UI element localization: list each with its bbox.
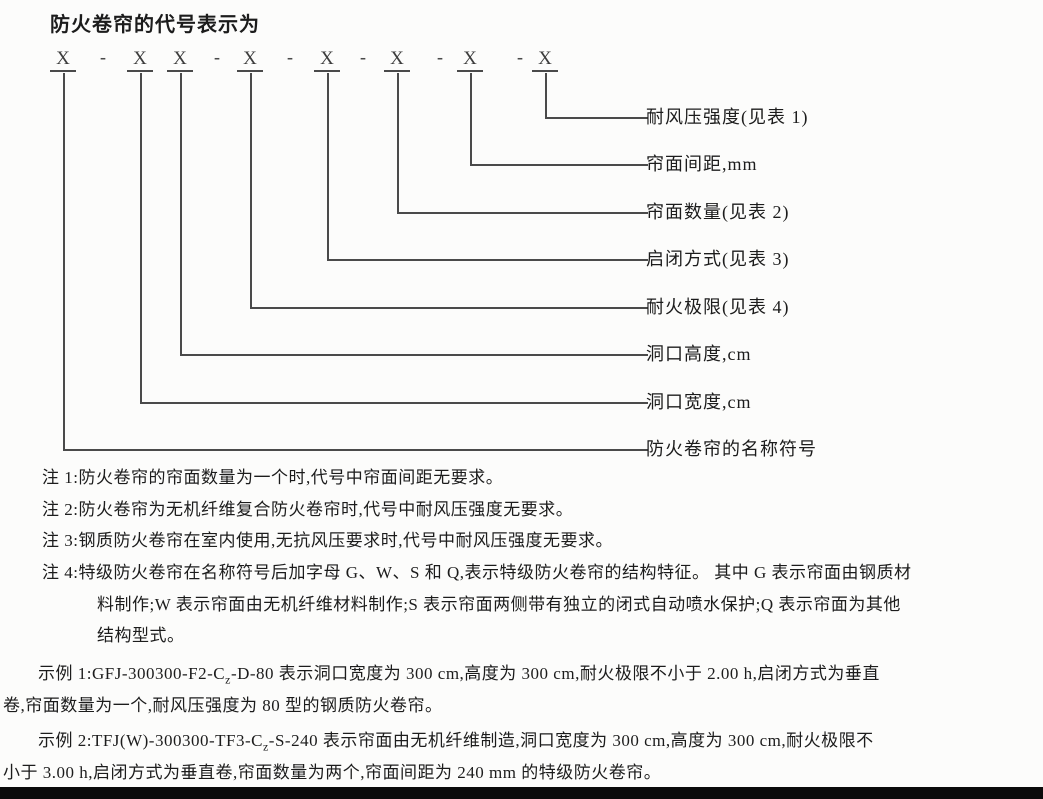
example-2-line-2: 小于 3.00 h,启闭方式为垂直卷,帘面数量为两个,帘面间距为 240 mm … [3,763,662,782]
note-4-line-2: 料制作;W 表示帘面由无机纤维材料制作;S 表示帘面两侧带有独立的闭式自动喷水保… [97,595,901,614]
connector-line-opening-height [180,73,648,356]
diagram-label-fire-limit: 耐火极限(见表 4) [646,297,790,317]
diagram-label-wind-pressure: 耐风压强度(见表 1) [646,107,809,127]
code-separator: - [214,47,220,67]
code-placeholder-x-3: X [167,47,193,72]
note-1: 注 1:防火卷帘的帘面数量为一个时,代号中帘面间距无要求。 [42,468,504,487]
diagram-label-curtain-count: 帘面数量(见表 2) [646,202,790,222]
note-3: 注 3:钢质防火卷帘在室内使用,无抗风压要求时,代号中耐风压强度无要求。 [42,531,613,550]
note-4-line-1: 注 4:特级防火卷帘在名称符号后加字母 G、W、S 和 Q,表示特级防火卷帘的结… [42,563,912,582]
code-placeholder-x-8: X [532,47,558,72]
code-separator: - [437,47,443,67]
connector-line-curtain-gap [470,73,648,166]
connector-line-curtain-count [397,73,648,214]
code-placeholder-x-6: X [384,47,410,72]
diagram-label-curtain-gap: 帘面间距,mm [646,154,758,174]
connector-line-fire-limit [250,73,648,309]
note-2: 注 2:防火卷帘为无机纤维复合防火卷帘时,代号中耐风压强度无要求。 [42,500,574,519]
page-bottom-scan-bar [0,787,1043,799]
example-2-line-1: 示例 2:TFJ(W)-300300-TF3-Cz-S-240 表示帘面由无机纤… [38,729,874,758]
connector-line-opening-width [140,73,648,404]
code-placeholder-x-5: X [314,47,340,72]
diagram-label-opening-width: 洞口宽度,cm [646,392,752,412]
example-1-code-subscript: z [225,672,231,687]
code-separator: - [517,47,523,67]
code-separator: - [100,47,106,67]
page-title: 防火卷帘的代号表示为 [50,14,260,36]
code-placeholder-x-7: X [457,47,483,72]
code-placeholder-x-2: X [127,47,153,72]
example-1-line-1: 示例 1:GFJ-300300-F2-Cz-D-80 表示洞口宽度为 300 c… [38,662,880,691]
connector-line-name-symbol [63,73,648,451]
example-2-code-pre: 示例 2:TFJ(W)-300300-TF3-C [38,731,263,750]
diagram-label-open-close: 启闭方式(见表 3) [646,249,790,269]
example-1-code-pre: 示例 1:GFJ-300300-F2-C [38,664,226,683]
diagram-label-name-symbol: 防火卷帘的名称符号 [646,439,817,459]
example-1-line-2: 卷,帘面数量为一个,耐风压强度为 80 型的钢质防火卷帘。 [3,696,443,715]
example-1-text: -D-80 表示洞口宽度为 300 cm,高度为 300 cm,耐火极限不小于 … [230,664,880,683]
connector-line-wind-pressure [545,73,648,119]
connector-line-open-close [327,73,648,261]
code-separator: - [360,47,366,67]
example-2-code-subscript: z [262,739,269,754]
diagram-label-opening-height: 洞口高度,cm [646,344,752,364]
example-2-text: -S-240 表示帘面由无机纤维制造,洞口宽度为 300 cm,高度为 300 … [268,731,874,750]
code-placeholder-x-4: X [237,47,263,72]
code-separator: - [287,47,293,67]
code-placeholder-x-1: X [50,47,76,72]
note-4-line-3: 结构型式。 [97,626,185,645]
